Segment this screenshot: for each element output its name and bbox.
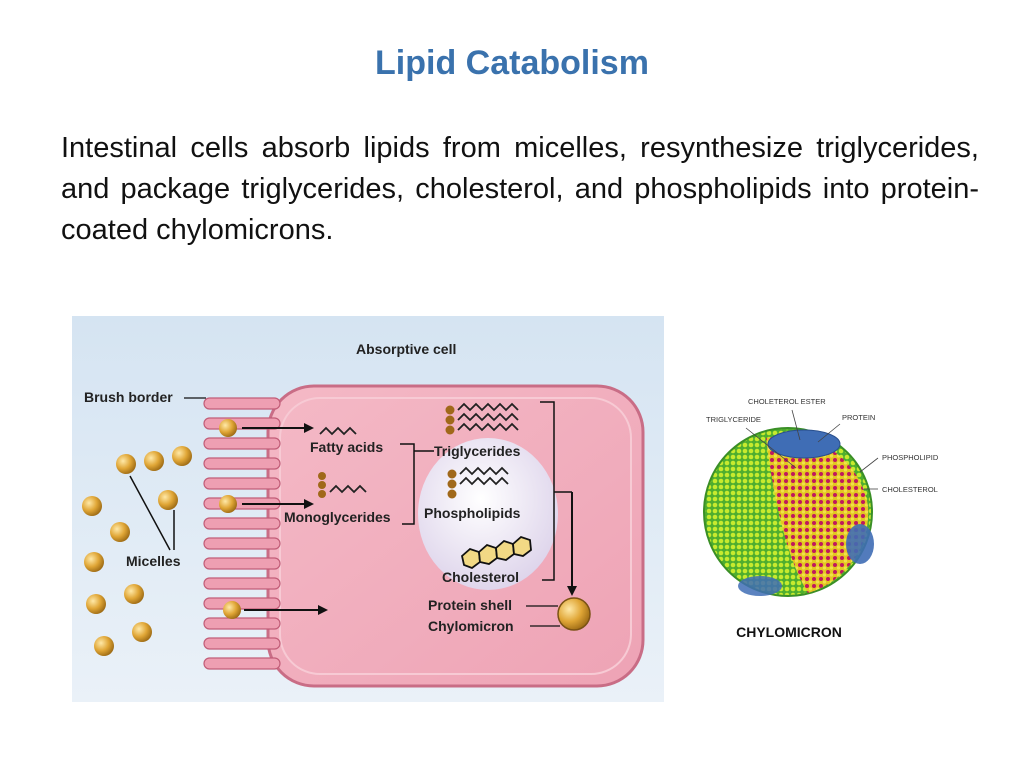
label-chylomicron: Chylomicron (428, 618, 514, 634)
apoprotein-bottom (738, 576, 782, 596)
label-absorptive-cell: Absorptive cell (356, 341, 456, 357)
label-cholesterol: Cholesterol (442, 569, 519, 585)
label-micelles: Micelles (126, 553, 181, 569)
label-monoglycerides: Monoglycerides (284, 509, 391, 525)
label-brush-border: Brush border (84, 389, 173, 405)
chylomicron-particle (557, 597, 591, 631)
apoprotein-right (846, 524, 874, 564)
label-protein-shell: Protein shell (428, 597, 512, 613)
slide-body-text: Intestinal cells absorb lipids from mice… (61, 132, 979, 246)
micelle-entering (223, 601, 241, 619)
label-phospholipids: Phospholipids (424, 505, 521, 521)
cholesterol-molecule (461, 535, 532, 570)
chylomicron-structure-diagram: CHOLETEROL ESTER PROTEIN TRIGLYCERIDE PH… (703, 397, 939, 597)
micelles-cluster (82, 446, 192, 656)
label-fatty-acids: Fatty acids (310, 439, 383, 455)
slide-title: Lipid Catabolism (375, 44, 649, 82)
micelle-entering (219, 419, 237, 437)
apoprotein-top (767, 429, 841, 459)
label-triglycerides: Triglycerides (434, 443, 521, 459)
absorptive-cell-diagram: Absorptive cell Brush border Micelles Fa… (72, 316, 664, 702)
label-protein: PROTEIN (842, 413, 875, 422)
chylomicron-caption: CHYLOMICRON (736, 624, 842, 640)
label-cholesterol-ester: CHOLETEROL ESTER (748, 397, 826, 406)
triglyceride-molecule (445, 402, 519, 435)
label-triglyceride: TRIGLYCERIDE (706, 415, 761, 424)
label-cholesterol-chylo: CHOLESTEROL (882, 485, 938, 494)
label-phospholipid: PHOSPHOLIPID (882, 453, 939, 462)
phospholipid-molecule (447, 466, 509, 499)
micelle-entering (219, 495, 237, 513)
chylomicron-core-cutaway (766, 435, 869, 593)
